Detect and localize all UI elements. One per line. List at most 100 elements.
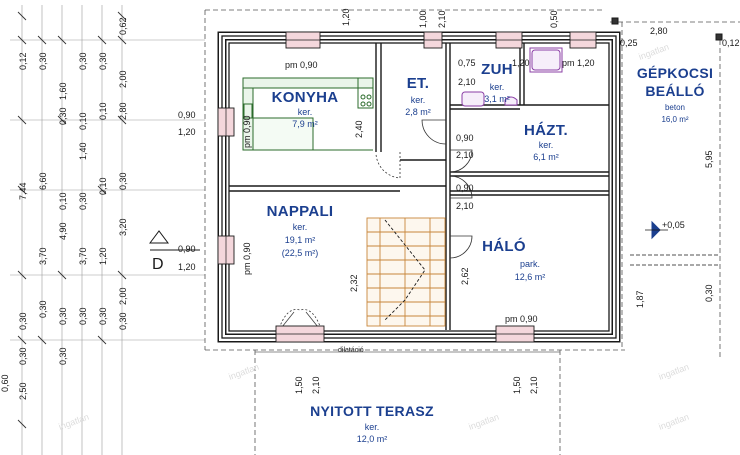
zuh-name: ZUH	[481, 61, 513, 78]
dashed-outline	[204, 9, 740, 455]
lc4-2: 0,10	[98, 102, 108, 120]
dim-door-120: 1,20	[512, 58, 530, 68]
kitchen-counter	[242, 77, 374, 151]
hazt-area: 6,1 m²	[533, 152, 559, 162]
exterior-walls	[217, 31, 621, 343]
dim-b-210: 2,10	[311, 376, 321, 394]
dim-b-150: 1,50	[294, 376, 304, 394]
pm-left-1: pm 0,90	[242, 115, 252, 148]
lc5-2: 2,80	[118, 102, 128, 120]
et-name: ET.	[407, 75, 430, 92]
pm-top-2: pm 1,20	[562, 58, 595, 68]
dim-door-210: 2,10	[458, 77, 476, 87]
dim-door-210b: 2,10	[437, 10, 447, 28]
dim-mid-090: 0,90	[456, 133, 474, 143]
zuh-material: ker.	[490, 82, 505, 92]
room-nappali: NAPPALI ker. 19,1 m² (22,5 m²)	[267, 203, 334, 258]
hazt-name: HÁZT.	[524, 122, 568, 139]
et-material: ker.	[411, 95, 426, 105]
lc4-3: 0,10	[98, 177, 108, 195]
pm-left-2: pm 0,90	[242, 242, 252, 275]
lc4-1: 0,30	[98, 52, 108, 70]
dim-mid-090b: 0,90	[456, 183, 474, 193]
terasz-material: ker.	[365, 422, 380, 432]
lc4-0: 0,30	[78, 52, 88, 70]
lc5-3: 0,30	[118, 172, 128, 190]
garage-area	[611, 17, 723, 266]
dim-v-595: 5,95	[704, 150, 714, 168]
nappali-name: NAPPALI	[267, 203, 334, 220]
watermark-4: ingatlan	[657, 412, 690, 432]
dim-top-012: 0,12	[722, 38, 740, 48]
dim-top-050: 0,50	[549, 10, 559, 28]
section-marker-label: D	[152, 256, 164, 273]
nappali-area: 19,1 m²	[285, 235, 316, 245]
lc3-0: 0,30	[58, 107, 68, 125]
room-konyha: KONYHA ker. 7,9 m²	[272, 89, 339, 129]
watermark-5: ingatlan	[637, 42, 670, 62]
lc3-3: 0,10	[78, 112, 88, 130]
room-et: ET. ker. 2,8 m²	[405, 75, 431, 117]
dim-mid-210: 2,10	[456, 150, 474, 160]
dim-top-025: 0,25	[620, 38, 638, 48]
terasz-area: 12,0 m²	[357, 434, 388, 444]
konyha-area: 7,9 m²	[292, 119, 318, 129]
garage-name-line1: GÉPKOCSI	[637, 65, 713, 81]
watermark-6: ingatlan	[657, 362, 690, 382]
dim-l-120: 1,20	[178, 127, 196, 137]
dim-top-120: 1,20	[341, 8, 351, 26]
lc4-5: 1,20	[98, 247, 108, 265]
dim-v-030r: 0,30	[704, 284, 714, 302]
dim-top-100: 1,00	[418, 10, 428, 28]
lcb-1: 0,30	[18, 347, 28, 365]
garage-material: beton	[665, 103, 685, 112]
lc5-5: 0,30	[118, 312, 128, 330]
dim-top-280: 2,80	[650, 26, 668, 36]
lc3-6: 0,30	[58, 307, 68, 325]
dim-v-232: 2,32	[349, 274, 359, 292]
left-dimension-lines	[10, 5, 205, 455]
room-halo: HÁLÓ park. 12,6 m²	[482, 237, 545, 282]
pm-top-1: pm 0,90	[285, 60, 318, 70]
dim-v-240: 2,40	[354, 120, 364, 138]
lc4-4: 0,30	[98, 307, 108, 325]
plan-dimensions: 1,00 1,20 0,50 2,80 0,25 0,12 0,75 1,20 …	[178, 8, 740, 394]
lc3-5: 3,70	[78, 247, 88, 265]
interior-walls	[229, 43, 609, 330]
hazt-material: ker.	[539, 140, 554, 150]
lc1-3: 4,90	[58, 222, 68, 240]
dim-l-090b: 0,90	[178, 244, 196, 254]
konyha-name: KONYHA	[272, 89, 339, 106]
left-dimension-text: 0,12 0,30 6,60 4,90 0,30 0,30 2,50 7,44 …	[0, 17, 128, 400]
lc3-7: 0,30	[78, 307, 88, 325]
dim-v-262: 2,62	[460, 267, 470, 285]
window-lines	[225, 39, 596, 335]
lc5-6: 2,00	[118, 287, 128, 305]
elevation-label: +0,05	[662, 220, 685, 230]
lc1-7: 2,50	[18, 382, 28, 400]
konyha-material: ker.	[298, 107, 313, 117]
lc3-2: 1,40	[78, 142, 88, 160]
lc3-1: 1,60	[58, 82, 68, 100]
terasz-name: NYITOTT TERASZ	[310, 403, 434, 419]
lc5-4: 3,20	[118, 218, 128, 236]
dim-door-075: 0,75	[458, 58, 476, 68]
lc1-1: 0,30	[38, 52, 48, 70]
staircase	[366, 217, 446, 327]
lc5-1: 2,00	[118, 70, 128, 88]
halo-area: 12,6 m²	[515, 272, 546, 282]
garage-area: 16,0 m²	[661, 115, 688, 124]
room-garage: GÉPKOCSI BEÁLLÓ beton 16,0 m²	[637, 65, 713, 124]
tick-marks	[17, 11, 127, 429]
room-hazt: HÁZT. ker. 6,1 m²	[524, 122, 568, 162]
lc1-6: 0,30	[58, 347, 68, 365]
watermark-3: ingatlan	[467, 412, 500, 432]
dim-l-090: 0,90	[178, 110, 196, 120]
garage-name-line2: BEÁLLÓ	[645, 82, 704, 99]
lc4-6: 0,30	[78, 192, 88, 210]
dilatacio-label: dilatáció	[338, 347, 364, 354]
dim-b-150b: 1,50	[512, 376, 522, 394]
nappali-material: ker.	[293, 222, 308, 232]
